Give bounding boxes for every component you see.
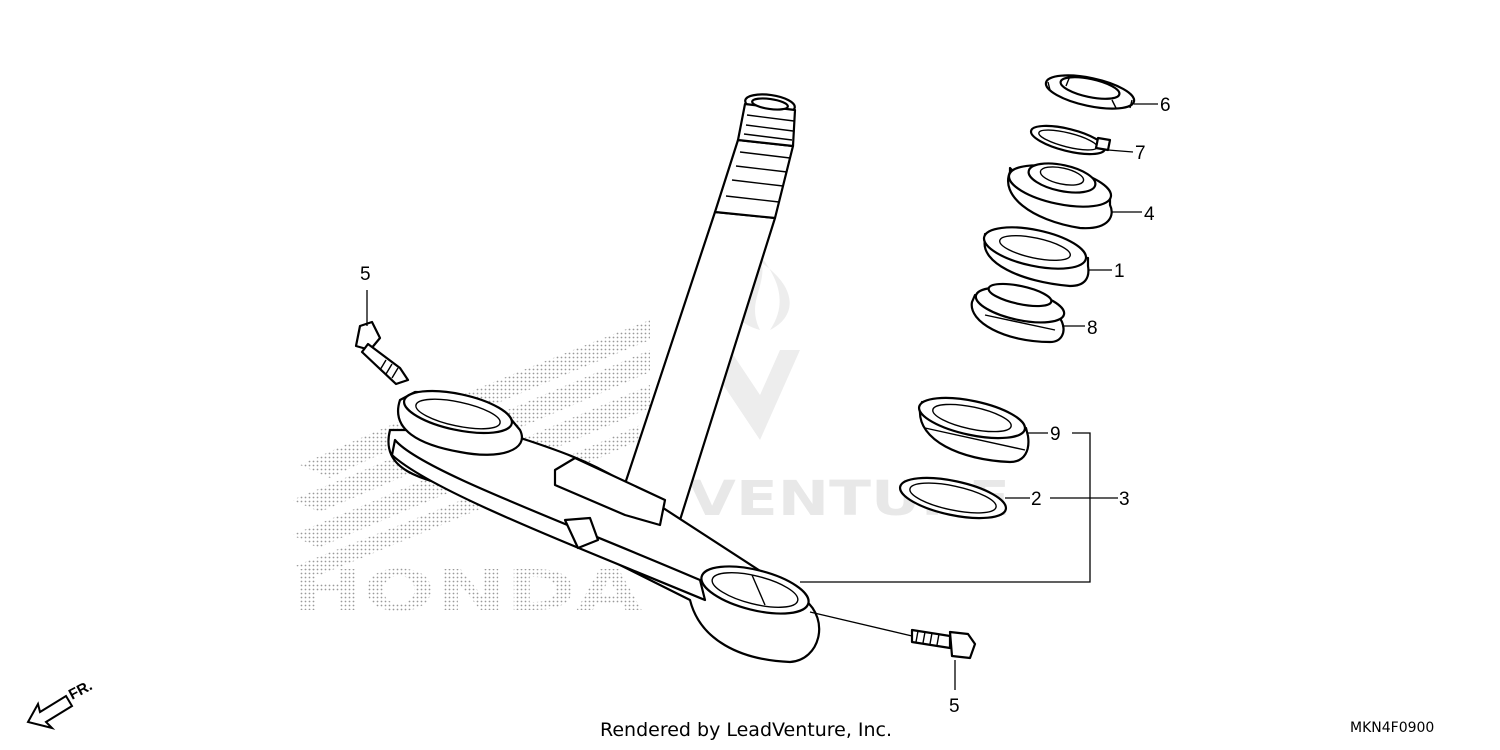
- arrow-down-left-icon: [26, 694, 74, 730]
- callout-8: 8: [1087, 318, 1098, 339]
- callout-5-bottom: 5: [949, 696, 960, 717]
- dust-seal-upper: [982, 226, 1090, 288]
- callout-1: 1: [1114, 261, 1125, 282]
- callout-3: 3: [1119, 489, 1130, 510]
- lower-bearing: [917, 396, 1030, 464]
- diagram-code: MKN4F0900: [1350, 720, 1435, 736]
- callout-6: 6: [1160, 95, 1171, 116]
- front-label: FR.: [66, 677, 95, 703]
- upper-bearing: [970, 282, 1066, 344]
- callout-7: 7: [1135, 143, 1146, 164]
- callout-5-left: 5: [360, 264, 371, 285]
- lower-triple-clamp: [387, 389, 821, 664]
- honda-watermark-text: HONDA: [292, 559, 643, 624]
- callout-2: 2: [1031, 489, 1042, 510]
- callouts: 6 7 4 1 8 9 2 3 5 5: [360, 95, 1171, 717]
- render-credit: Rendered by LeadVenture, Inc.: [600, 719, 893, 741]
- steering-stem: [616, 93, 797, 522]
- front-indicator: FR.: [26, 677, 95, 730]
- dust-seal-lower: [898, 476, 1008, 520]
- leader-lines: [366, 103, 1158, 690]
- bolt-left: [354, 320, 410, 386]
- lock-washer: [1029, 124, 1112, 156]
- lock-nut: [1044, 74, 1136, 110]
- callout-9: 9: [1050, 424, 1061, 445]
- callout-4: 4: [1144, 204, 1155, 225]
- adjusting-nut: [1007, 162, 1113, 230]
- bolt-bottom: [910, 628, 977, 660]
